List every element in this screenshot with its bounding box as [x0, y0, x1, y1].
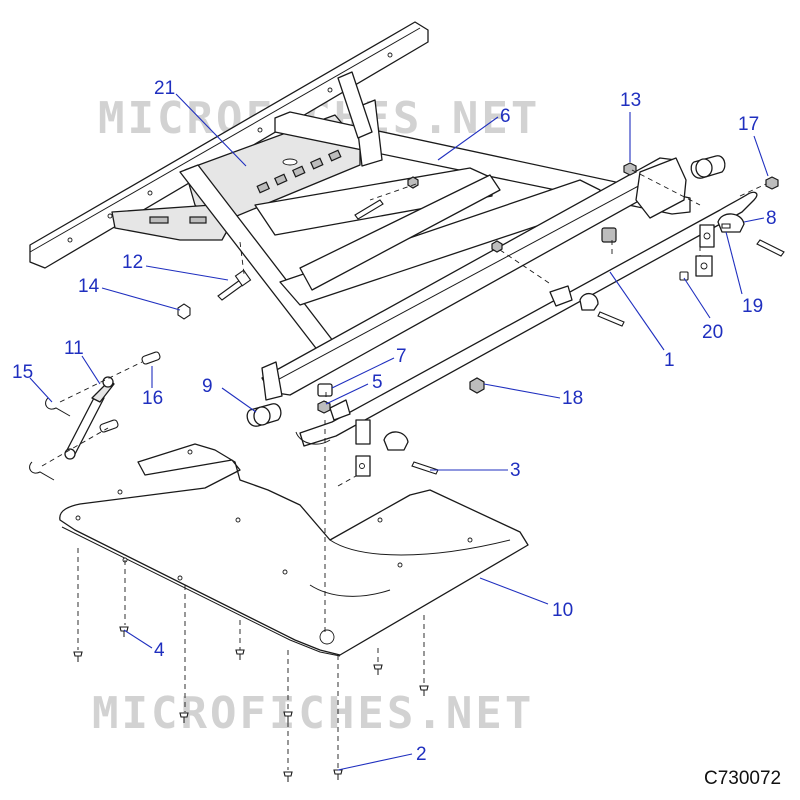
bushing-17-top [690, 155, 726, 179]
mount-bracket-mid [549, 285, 599, 311]
frame-assembly [29, 21, 691, 401]
callout-12: 12 [122, 252, 143, 273]
callout-15: 15 [12, 362, 33, 383]
sway-bar [295, 191, 758, 447]
callout-11: 11 [64, 338, 84, 359]
callouts: 1 2 3 4 5 6 7 8 9 10 11 12 13 14 15 16 1… [12, 78, 777, 765]
callout-20: 20 [702, 322, 723, 343]
callout-19: 19 [742, 296, 763, 317]
screw-2 [333, 769, 343, 775]
callout-2: 2 [416, 744, 427, 765]
callout-16: 16 [142, 388, 163, 409]
callout-8: 8 [766, 208, 777, 229]
diagram-code: C730072 [704, 768, 781, 789]
frame-cross-tube-c [299, 174, 501, 291]
skid-plate-body [59, 443, 529, 656]
frame-right-bracket [635, 157, 687, 219]
frame-vertical-post [337, 71, 373, 139]
nut-14 [177, 303, 191, 320]
callout-10: 10 [552, 600, 573, 621]
pin-16 [141, 351, 161, 365]
callout-17: 17 [738, 114, 759, 135]
fasteners-bottom [73, 420, 429, 782]
callout-9: 9 [202, 376, 213, 397]
end-link-right [695, 255, 713, 277]
bolt-3 [411, 461, 439, 475]
callout-7: 7 [396, 346, 407, 367]
clamp-front [355, 419, 409, 477]
clip-15 [45, 397, 71, 417]
sway-bar-rod [299, 191, 758, 447]
screw-19 [721, 223, 731, 229]
screw-4 [119, 626, 129, 632]
assembly-lines [41, 169, 767, 487]
frame-rear-rail [29, 21, 429, 269]
watermark-bottom: MICROFICHES.NET [92, 688, 534, 739]
callout-5: 5 [372, 372, 383, 393]
mount-bracket-left [329, 399, 351, 421]
pin-20 [679, 271, 689, 281]
hardware [29, 162, 785, 481]
nut-18 [469, 377, 485, 394]
callout-4: 4 [154, 640, 165, 661]
frame-left-stub [261, 361, 283, 401]
spacer-7 [317, 383, 333, 397]
callout-6: 6 [500, 106, 511, 127]
gas-strut [64, 376, 115, 460]
callout-13: 13 [620, 90, 641, 111]
callout-3: 3 [510, 460, 521, 481]
callout-21: 21 [154, 78, 175, 99]
bushing-9 [246, 403, 282, 427]
callout-14: 14 [78, 276, 100, 297]
leader-lines [29, 93, 769, 771]
frame-plate [184, 114, 361, 226]
callout-18: 18 [562, 388, 583, 409]
callout-1: 1 [664, 350, 675, 371]
skid-plate [59, 443, 529, 657]
